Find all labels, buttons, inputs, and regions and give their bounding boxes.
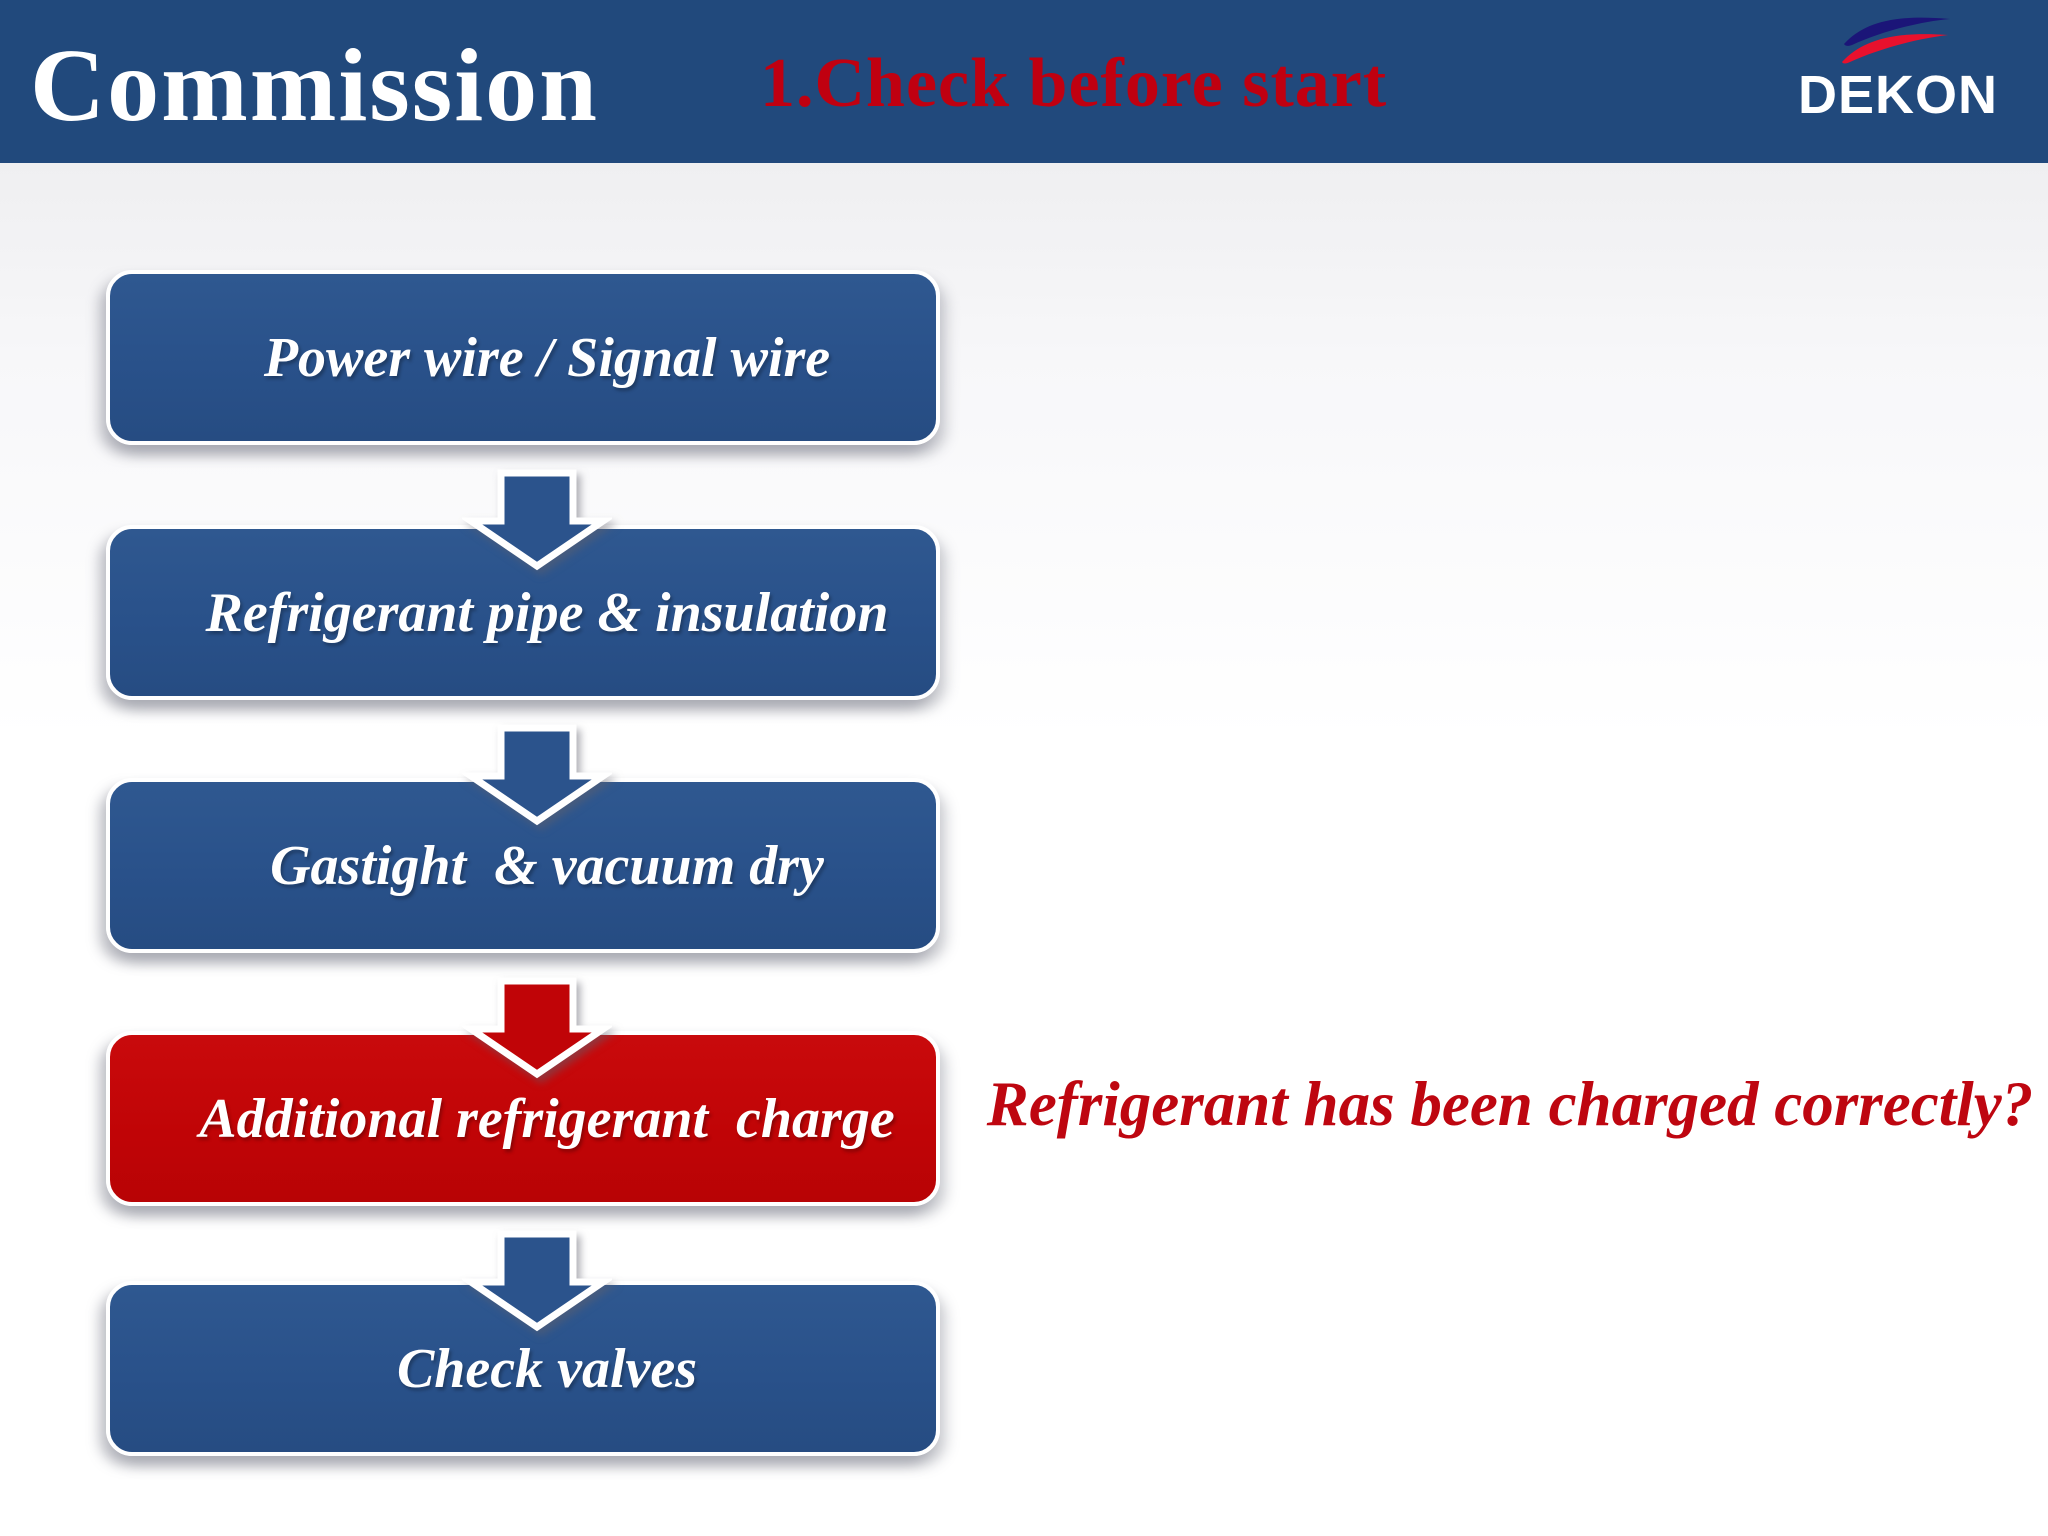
dekon-logo: DEKON [1798, 12, 1998, 124]
down-arrow-icon [462, 724, 612, 826]
flow-step-label: Gastight & vacuum dry [270, 834, 824, 897]
down-arrow-icon [462, 1230, 612, 1332]
brand-name: DEKON [1798, 65, 1999, 125]
flow-step-label: Power wire / Signal wire [263, 326, 831, 389]
down-arrow-icon [462, 977, 612, 1079]
flow-step-label: Refrigerant pipe & insulation [205, 581, 889, 644]
flow-step-label: Check valves [396, 1337, 698, 1400]
refrigerant-question-text: Refrigerant has been charged correctly? [986, 1069, 2034, 1139]
down-arrow-icon [462, 469, 612, 571]
flow-step-check-valves: Check valves [106, 1281, 940, 1456]
slide-header: Commission 1.Check before start DEKON [0, 0, 2048, 163]
brand-wave-icon [1842, 17, 1950, 64]
slide-title: Commission [30, 28, 599, 143]
flow-step-power-signal-wire: Power wire / Signal wire [106, 270, 940, 445]
flow-step-label: Additional refrigerant charge [199, 1087, 895, 1150]
section-title: 1.Check before start [760, 45, 1388, 122]
